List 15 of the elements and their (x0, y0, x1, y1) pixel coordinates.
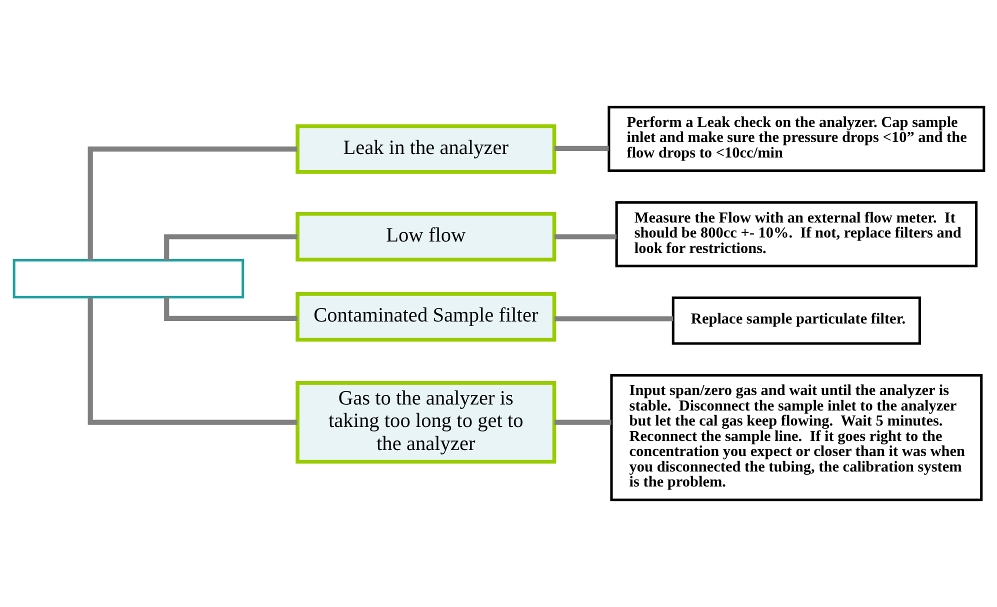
node-box: Contaminated Sample filter (295, 292, 556, 342)
node-box: Measure the Flow with an external flow meter. It should be 800cc +- 10%. If not, replace filters and look for restrictions. (614, 201, 978, 268)
connector (554, 146, 608, 151)
connector (554, 420, 611, 425)
node-box (12, 259, 244, 298)
node-box: Perform a Leak check on the analyzer. Cap sample inlet and make sure the pressure drops <10” and the flow drops to <10cc/min (607, 106, 985, 172)
connector (87, 298, 297, 425)
node-box: Low flow (295, 212, 556, 262)
node-box: Input span/zero gas and wait until the analyzer is stable. Disconnect the sample inlet to the analyzer but let the cal gas keep flowing. Wait 5 minutes. Reconnect the sample line. If it goes right to the concentration you expect or closer than it was when you disconnected the tubing, the calibration system is the problem. (610, 374, 982, 502)
connector (554, 234, 616, 240)
node-box: Leak in the analyzer (295, 124, 556, 174)
node-box: Replace sample particulate filter. (671, 296, 920, 345)
connector (87, 146, 297, 260)
connector (554, 316, 673, 322)
node-box: Gas to the analyzer is taking too long to get to the analyzer (295, 381, 556, 464)
